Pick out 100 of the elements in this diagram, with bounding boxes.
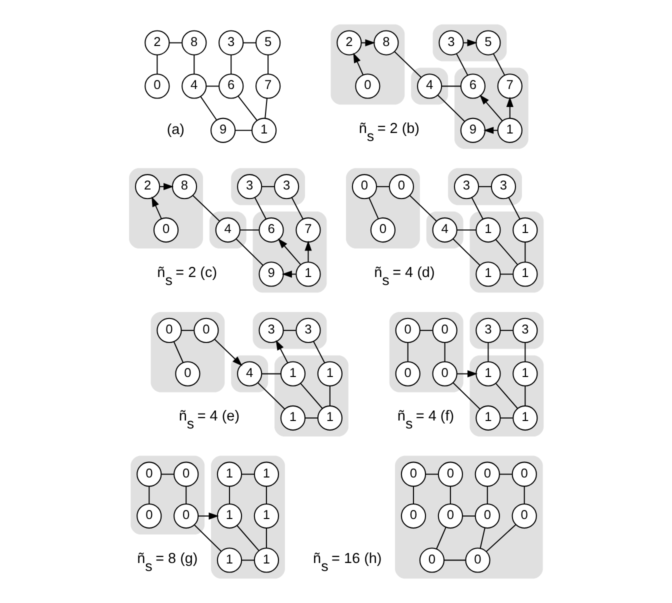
node-circle: 5 <box>475 30 500 56</box>
connector <box>261 186 274 188</box>
connector <box>462 516 474 517</box>
arrow <box>506 96 513 118</box>
node-circle: 3 <box>512 318 538 343</box>
cluster <box>469 212 544 293</box>
node-circle: 4 <box>181 74 206 99</box>
connector <box>499 474 512 475</box>
node-circle: 1 <box>295 262 320 287</box>
connector <box>328 386 330 406</box>
connector <box>156 55 158 74</box>
node-circle: 0 <box>370 217 396 243</box>
node-circle: 1 <box>512 361 538 386</box>
connector <box>452 238 480 266</box>
node-circle: 9 <box>258 262 284 287</box>
node-circle: 8 <box>373 30 398 56</box>
connector <box>368 198 378 219</box>
connector <box>524 342 526 362</box>
node-circle: 4 <box>432 217 457 243</box>
arrow <box>479 94 502 122</box>
node-circle: 0 <box>173 503 198 529</box>
connector <box>148 486 150 504</box>
connector <box>500 330 512 331</box>
node-circle: 7 <box>496 74 522 99</box>
cluster <box>210 456 284 579</box>
node-circle: 1 <box>475 217 500 243</box>
connector <box>452 382 480 410</box>
node-circle: 9 <box>210 118 236 143</box>
connector <box>412 486 414 504</box>
node-circle: 0 <box>437 503 463 529</box>
connector <box>206 86 218 87</box>
node-circle: 1 <box>475 361 500 386</box>
node-circle: 8 <box>171 174 197 200</box>
node-circle: 3 <box>218 30 244 56</box>
connector <box>265 528 266 548</box>
cluster <box>330 24 404 105</box>
connector <box>478 186 491 188</box>
connector <box>241 560 254 561</box>
node-circle: 3 <box>438 30 464 56</box>
node-circle: 1 <box>280 361 306 386</box>
node-circle: 0 <box>193 318 218 343</box>
node-circle: 4 <box>236 361 262 386</box>
cluster <box>469 312 544 349</box>
arrow <box>277 238 300 265</box>
node-circle: 0 <box>464 548 490 573</box>
node-circle: 3 <box>273 174 299 200</box>
connector <box>192 195 220 222</box>
node-circle: 0 <box>351 174 377 200</box>
node-circle: 1 <box>316 361 342 386</box>
node-circle: 1 <box>475 262 500 287</box>
connector <box>394 51 422 78</box>
connector <box>470 197 483 220</box>
node-circle: 1 <box>496 118 522 143</box>
node-circle: 2 <box>134 174 160 200</box>
node-circle: 3 <box>258 318 284 343</box>
connector <box>444 342 445 362</box>
connector <box>500 274 512 275</box>
cluster <box>252 312 326 349</box>
connector <box>237 96 257 121</box>
connector <box>180 330 194 331</box>
node-circle: 1 <box>316 405 342 431</box>
node-circle: 6 <box>218 74 244 99</box>
connector <box>261 373 280 374</box>
node-circle: 6 <box>460 74 486 99</box>
node-circle: 1 <box>512 217 538 243</box>
connector <box>242 42 256 44</box>
node-circle: 1 <box>512 405 538 431</box>
cluster <box>130 456 204 534</box>
cluster <box>230 168 305 206</box>
connector <box>282 330 296 331</box>
node-circle: 4 <box>214 217 240 243</box>
node-circle: 7 <box>254 74 280 99</box>
cluster <box>388 312 463 392</box>
node-circle: 1 <box>253 503 279 529</box>
node-circle: 0 <box>418 548 444 573</box>
node-circle: 1 <box>280 405 306 431</box>
node-circle: 0 <box>173 462 198 487</box>
node-circle: 1 <box>253 548 279 573</box>
cluster <box>410 68 448 105</box>
node-circle: 0 <box>394 318 420 343</box>
connector <box>449 486 450 504</box>
arrow <box>352 52 364 76</box>
arrow <box>456 370 478 378</box>
connector <box>235 238 263 266</box>
node-circle: 0 <box>174 361 200 386</box>
node-circle: 0 <box>474 462 500 487</box>
connector <box>257 382 284 410</box>
cluster <box>469 355 544 436</box>
node-circle: 1 <box>250 118 276 143</box>
arrow <box>198 512 218 520</box>
connector <box>456 229 476 231</box>
connector <box>241 474 254 475</box>
node-circle: 1 <box>216 548 242 573</box>
node-circle: 2 <box>144 30 170 56</box>
cluster <box>454 68 528 149</box>
connector <box>500 417 512 419</box>
node-circle: 9 <box>460 118 486 143</box>
cluster <box>432 24 506 62</box>
connector <box>193 55 194 74</box>
node-circle: 1 <box>475 405 500 431</box>
